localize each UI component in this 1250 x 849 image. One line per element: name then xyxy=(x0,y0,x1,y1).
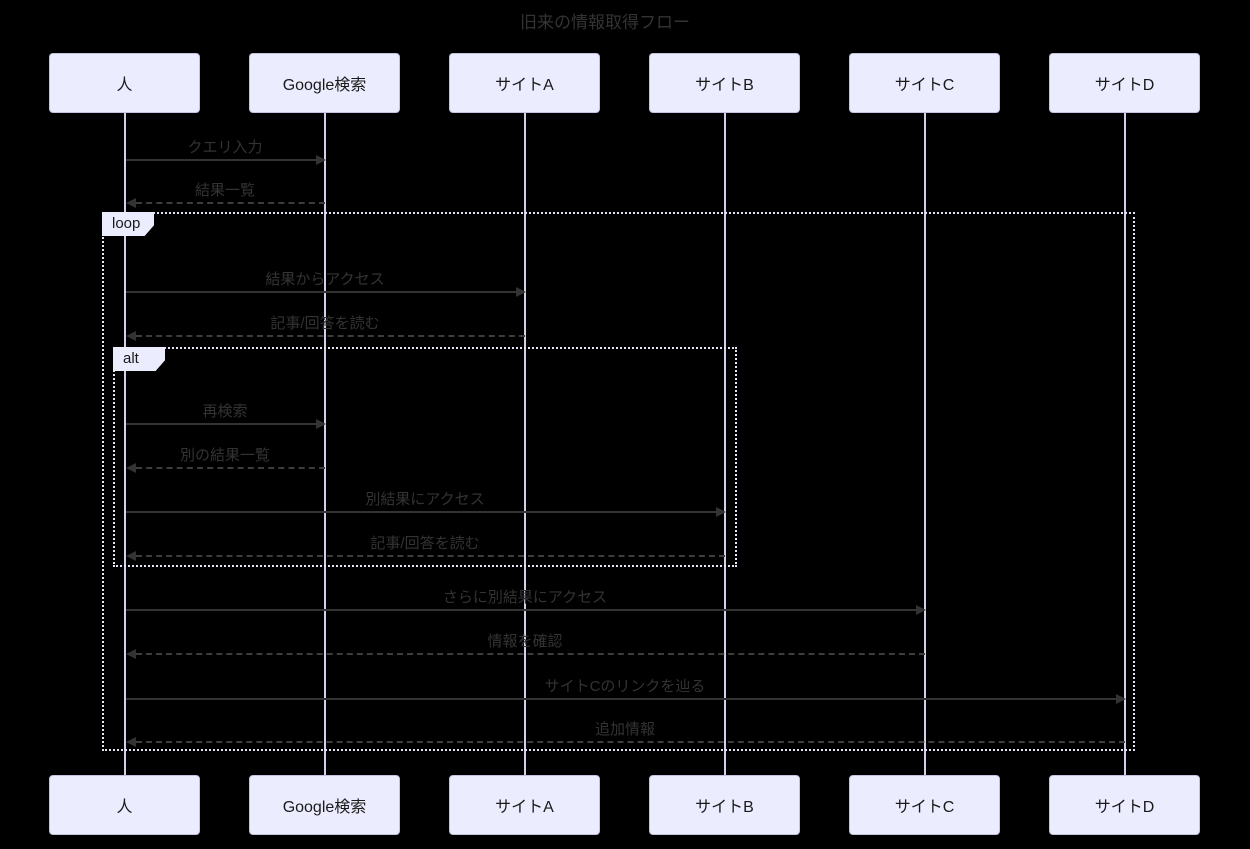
message-arrow xyxy=(126,423,316,425)
message-arrow xyxy=(136,555,725,557)
message-label: 情報を確認 xyxy=(487,633,563,650)
alt-fragment-label: alt xyxy=(113,347,165,371)
message-label: 追加情報 xyxy=(594,721,656,738)
message-label: 記事/回答を読む xyxy=(370,535,480,552)
arrowhead-right-icon xyxy=(716,507,726,517)
actor-label: サイトB xyxy=(695,77,754,94)
alt-fragment xyxy=(113,347,737,567)
message-label: クエリ入力 xyxy=(187,139,263,156)
diagram-title: 旧来の情報取得フロー xyxy=(520,13,690,32)
arrowhead-right-icon xyxy=(916,605,926,615)
arrowhead-left-icon xyxy=(126,331,136,341)
actor-top-person: 人 xyxy=(49,53,200,113)
arrowhead-left-icon xyxy=(126,463,136,473)
message-arrow xyxy=(126,609,916,611)
arrowhead-left-icon xyxy=(126,198,136,208)
message-arrow xyxy=(136,202,325,204)
message-arrow xyxy=(126,511,716,513)
actor-top-site-c: サイトC xyxy=(849,53,1000,113)
arrowhead-right-icon xyxy=(1116,694,1126,704)
actor-bottom-site-b: サイトB xyxy=(649,775,800,835)
arrowhead-right-icon xyxy=(516,287,526,297)
arrowhead-right-icon xyxy=(316,155,326,165)
message-arrow xyxy=(126,698,1116,700)
lifeline-site-d xyxy=(1124,113,1126,775)
actor-label: 人 xyxy=(116,799,133,816)
lifeline-site-a xyxy=(524,113,526,775)
loop-fragment xyxy=(102,212,1135,751)
message-arrow xyxy=(136,335,525,337)
actor-bottom-person: 人 xyxy=(49,775,200,835)
actor-label: サイトA xyxy=(495,799,554,816)
actor-label: サイトD xyxy=(1094,77,1155,94)
message-label: 結果からアクセス xyxy=(265,271,385,288)
arrowhead-left-icon xyxy=(126,649,136,659)
message-arrow xyxy=(136,467,325,469)
arrowhead-left-icon xyxy=(126,737,136,747)
message-arrow xyxy=(136,653,925,655)
actor-top-site-a: サイトA xyxy=(449,53,600,113)
actor-label: Google検索 xyxy=(282,77,367,94)
actor-bottom-site-c: サイトC xyxy=(849,775,1000,835)
actor-bottom-google: Google検索 xyxy=(249,775,400,835)
actor-label: サイトC xyxy=(894,799,955,816)
actor-bottom-site-a: サイトA xyxy=(449,775,600,835)
actor-top-site-b: サイトB xyxy=(649,53,800,113)
lifeline-person xyxy=(124,113,126,775)
message-label: 結果一覧 xyxy=(194,182,256,199)
lifeline-site-c xyxy=(924,113,926,775)
actor-label: サイトB xyxy=(695,799,754,816)
actor-label: Google検索 xyxy=(282,799,367,816)
message-label: 別結果にアクセス xyxy=(365,491,485,508)
lifeline-site-b xyxy=(724,113,726,775)
actor-top-google: Google検索 xyxy=(249,53,400,113)
message-label: さらに別結果にアクセス xyxy=(442,589,608,606)
message-label: 別の結果一覧 xyxy=(179,447,271,464)
actor-label: サイトD xyxy=(1094,799,1155,816)
message-label: 記事/回答を読む xyxy=(270,315,380,332)
message-arrow xyxy=(136,741,1125,743)
actor-label: 人 xyxy=(116,77,133,94)
loop-fragment-label: loop xyxy=(102,212,154,236)
actor-bottom-site-d: サイトD xyxy=(1049,775,1200,835)
message-arrow xyxy=(126,159,316,161)
actor-label: サイトA xyxy=(495,77,554,94)
arrowhead-left-icon xyxy=(126,551,136,561)
lifeline-google xyxy=(324,113,326,775)
message-arrow xyxy=(126,291,516,293)
actor-label: サイトC xyxy=(894,77,955,94)
actor-top-site-d: サイトD xyxy=(1049,53,1200,113)
arrowhead-right-icon xyxy=(316,419,326,429)
message-label: 再検索 xyxy=(202,403,248,420)
message-label: サイトCのリンクを辿る xyxy=(544,678,706,695)
